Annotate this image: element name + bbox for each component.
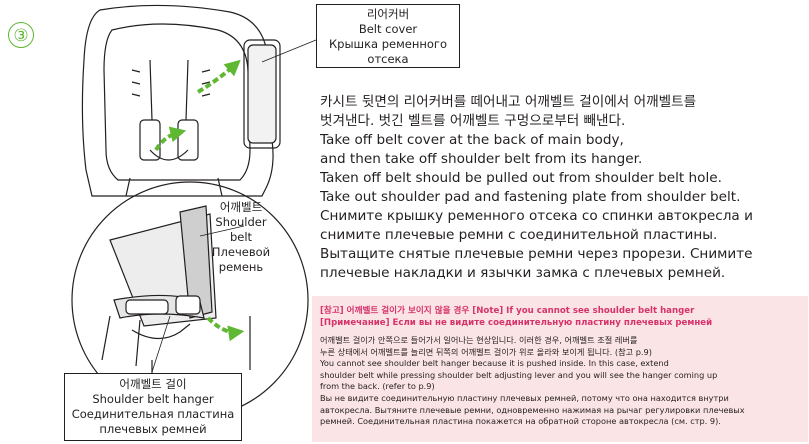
instruction-line: Take off belt cover at the back of main … [320,132,624,148]
instruction-line: 벗겨낸다. 벗긴 벨트를 어깨벨트 구멍으로부터 빼낸다. [320,113,626,129]
instruction-line: снимите плечевые ремни с соединительной … [320,227,718,243]
instruction-line: 카시트 뒷면의 리어커버를 떼어내고 어깨벨트 걸이에서 어깨벨트를 [320,94,697,110]
note-title-line: [참고] 어깨벨트 걸이가 보이지 않을 경우 [Note] If you ca… [320,306,695,316]
callout-hanger: 어깨벨트 걸이 Shoulder belt hanger Соединитель… [64,373,242,441]
instruction-text: 카시트 뒷면의 리어커버를 떼어내고 어깨벨트 걸이에서 어깨벨트를 벗겨낸다.… [320,93,800,283]
note-box: [참고] 어깨벨트 걸이가 보이지 않을 경우 [Note] If you ca… [312,296,808,442]
callout-belt-cover: 리어커버 Belt cover Крышка ременного отсека [316,4,460,68]
note-line: shoulder belt while pressing shoulder be… [320,369,718,380]
instruction-line: Take out shoulder pad and fastening plat… [320,189,741,205]
callout-line: плечевых ремней [99,422,207,436]
note-line: from the back. (refer to p.9) [320,381,435,392]
note-line: Вы не видите соединительную пластину пле… [320,392,729,403]
car-seat-illustration [71,4,317,419]
callout-line: Shoulder belt hanger [92,392,214,406]
note-title: [참고] 어깨벨트 걸이가 보이지 않을 경우 [Note] If you ca… [320,306,800,329]
callout-line: Соединительная пластина [71,407,235,421]
instruction-line: and then take off shoulder belt from its… [320,151,643,167]
callout-line: отсека [367,52,409,66]
callout-line: Belt cover [358,22,418,36]
callout-line: 리어커버 [366,7,410,21]
instruction-line: Вытащите снятые плечевые ремни через про… [320,246,753,262]
note-line: 누른 상태에서 어깨벨트를 늘리면 뒤쪽의 어깨벨트 걸이가 위로 올라와 보이… [320,346,652,357]
note-title-line: [Примечание] Если вы не видите соедините… [320,317,713,328]
callout-line: Крышка ременного [329,37,447,51]
callout-line: Shoulder belt [215,215,267,244]
instruction-line: плечевые накладки и язычки замка с плече… [320,265,726,281]
instruction-line: Снимите крышку ременного отсека со спинк… [320,208,753,224]
callout-shoulder-belt: 어깨벨트 Shoulder belt Плечевой ремень [203,200,279,274]
callout-line: 어깨벨트 걸이 [119,377,187,391]
callout-line: ремень [218,260,264,274]
note-line: автокресла. Вытяните плечевые ремни, одн… [320,404,745,415]
instruction-line: Taken off belt should be pulled out from… [320,170,722,186]
callout-line: 어깨벨트 [219,200,263,214]
step-number: ③ [8,22,34,48]
note-line: You cannot see shoulder belt hanger beca… [320,358,669,369]
note-line: ремней. Соединительная пластина покажетс… [320,416,721,427]
note-body: 어깨벨트 걸이가 안쪽으로 들어가서 일어나는 현상입니다. 이러한 경우, 어… [320,335,800,428]
note-line: 어깨벨트 걸이가 안쪽으로 들어가서 일어나는 현상입니다. 이러한 경우, 어… [320,335,638,345]
callout-line: Плечевой [211,245,271,259]
